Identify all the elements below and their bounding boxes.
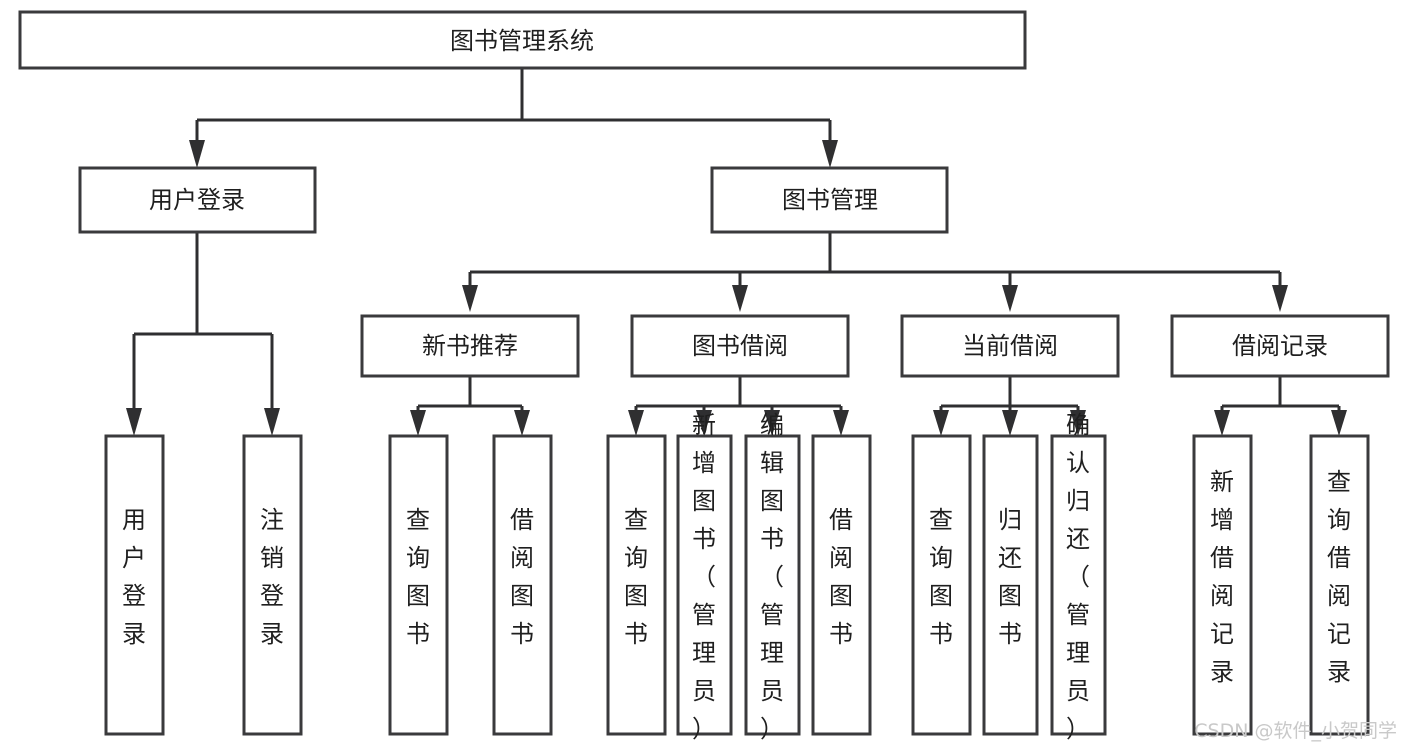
arrow-borrowrecord-c1	[1214, 410, 1230, 436]
node-leaf-edit-book-admin-label: 编辑图书（管理员）	[760, 411, 784, 743]
arrow-borrowrecord-c2	[1331, 410, 1347, 436]
node-current-borrow-box[interactable]	[900, 314, 1120, 378]
node-leaf-add-book-admin-label: 新增图书（管理员）	[692, 411, 716, 743]
arrow-user-login-c2	[264, 408, 280, 436]
node-leaf-user-login-box[interactable]	[104, 434, 165, 736]
node-book-manage[interactable]: 图书管理	[710, 166, 949, 234]
node-book-manage-label: 图书管理	[782, 186, 878, 214]
arrow-currentborrow-c2	[1002, 410, 1018, 436]
node-leaf-return-book[interactable]: 归还图书	[982, 434, 1039, 736]
arrow-bookborrow-c4	[833, 410, 849, 436]
arrow-bookborrow-c1	[628, 410, 644, 436]
node-new-book-recommend-label: 新书推荐	[422, 332, 518, 360]
arrow-newbook-c1	[410, 410, 426, 436]
node-leaf-edit-book-admin-box[interactable]	[744, 434, 801, 736]
node-leaf-borrow-book-2-label: 借阅图书	[829, 506, 853, 648]
node-leaf-add-book-admin-box[interactable]	[676, 434, 733, 736]
node-current-borrow-label: 当前借阅	[962, 332, 1058, 360]
arrow-newbook-c2	[514, 410, 530, 436]
connector-layer	[126, 68, 1347, 436]
node-leaf-query-book-3-label: 查询图书	[929, 506, 953, 648]
node-root-label: 图书管理系统	[450, 27, 594, 55]
node-leaf-query-book-1-box[interactable]	[388, 434, 449, 736]
node-borrow-record-box[interactable]	[1170, 314, 1390, 378]
arrow-book-manage-c3	[1002, 285, 1018, 312]
node-leaf-logout-login-box[interactable]	[242, 434, 303, 736]
arrow-root-to-user-login	[189, 140, 205, 168]
node-leaf-query-book-2[interactable]: 查询图书	[606, 434, 667, 736]
node-leaf-borrow-book-2-box[interactable]	[811, 434, 872, 736]
node-leaf-add-borrow-record-box[interactable]	[1192, 434, 1253, 736]
node-new-book-recommend-box[interactable]	[360, 314, 580, 378]
node-book-borrow-label: 图书借阅	[692, 332, 788, 360]
node-borrow-record-label: 借阅记录	[1232, 332, 1328, 360]
node-leaf-query-borrow-record-box[interactable]	[1309, 434, 1370, 736]
node-leaf-borrow-book-2[interactable]: 借阅图书	[811, 434, 872, 736]
arrow-root-to-book-manage	[822, 140, 838, 168]
node-leaf-logout-login-label: 注销登录	[260, 506, 284, 648]
node-leaf-return-book-box[interactable]	[982, 434, 1039, 736]
arrow-book-manage-c4	[1272, 285, 1288, 312]
arrow-currentborrow-c3	[1070, 410, 1086, 436]
node-leaf-logout-login[interactable]: 注销登录	[242, 434, 303, 736]
arrow-book-manage-c1	[462, 285, 478, 312]
arrow-book-manage-c2	[732, 285, 748, 312]
node-leaf-add-borrow-record[interactable]: 新增借阅记录	[1192, 434, 1253, 736]
node-current-borrow[interactable]: 当前借阅	[900, 314, 1120, 378]
node-leaf-confirm-return-admin-box[interactable]	[1050, 434, 1107, 736]
node-user-login[interactable]: 用户登录	[78, 166, 317, 234]
node-leaf-user-login[interactable]: 用户登录	[104, 434, 165, 736]
node-leaf-query-book-2-label: 查询图书	[624, 506, 648, 648]
node-leaf-query-book-1-label: 查询图书	[406, 506, 430, 648]
node-book-manage-box[interactable]	[710, 166, 949, 234]
node-new-book-recommend[interactable]: 新书推荐	[360, 314, 580, 378]
node-leaf-add-book-admin[interactable]: 新增图书（管理员）	[676, 411, 733, 743]
node-root-box[interactable]	[18, 10, 1027, 70]
node-leaf-query-book-3[interactable]: 查询图书	[911, 434, 972, 736]
node-leaf-return-book-label: 归还图书	[998, 506, 1022, 648]
node-leaf-add-borrow-record-label: 新增借阅记录	[1210, 468, 1234, 686]
node-leaf-borrow-book-1-label: 借阅图书	[510, 506, 534, 648]
node-user-login-box[interactable]	[78, 166, 317, 234]
node-user-login-label: 用户登录	[149, 186, 245, 214]
node-leaf-confirm-return-admin[interactable]: 确认归还（管理员）	[1050, 411, 1107, 743]
node-leaf-query-book-2-box[interactable]	[606, 434, 667, 736]
node-borrow-record[interactable]: 借阅记录	[1170, 314, 1390, 378]
node-leaf-borrow-book-1-box[interactable]	[492, 434, 553, 736]
node-leaf-confirm-return-admin-label: 确认归还（管理员）	[1066, 411, 1090, 743]
node-book-borrow-box[interactable]	[630, 314, 850, 378]
node-leaf-edit-book-admin[interactable]: 编辑图书（管理员）	[744, 411, 801, 743]
node-leaf-query-book-3-box[interactable]	[911, 434, 972, 736]
arrow-currentborrow-c1	[933, 410, 949, 436]
node-root[interactable]: 图书管理系统	[18, 10, 1027, 70]
node-leaf-borrow-book-1[interactable]: 借阅图书	[492, 434, 553, 736]
node-leaf-query-borrow-record[interactable]: 查询借阅记录	[1309, 434, 1370, 736]
arrow-bookborrow-c3	[764, 410, 780, 436]
node-leaf-user-login-label: 用户登录	[122, 506, 146, 648]
node-book-borrow[interactable]: 图书借阅	[630, 314, 850, 378]
node-leaf-query-borrow-record-label: 查询借阅记录	[1327, 468, 1351, 686]
arrow-user-login-c1	[126, 408, 142, 436]
node-leaf-query-book-1[interactable]: 查询图书	[388, 434, 449, 736]
arrow-bookborrow-c2	[696, 410, 712, 436]
